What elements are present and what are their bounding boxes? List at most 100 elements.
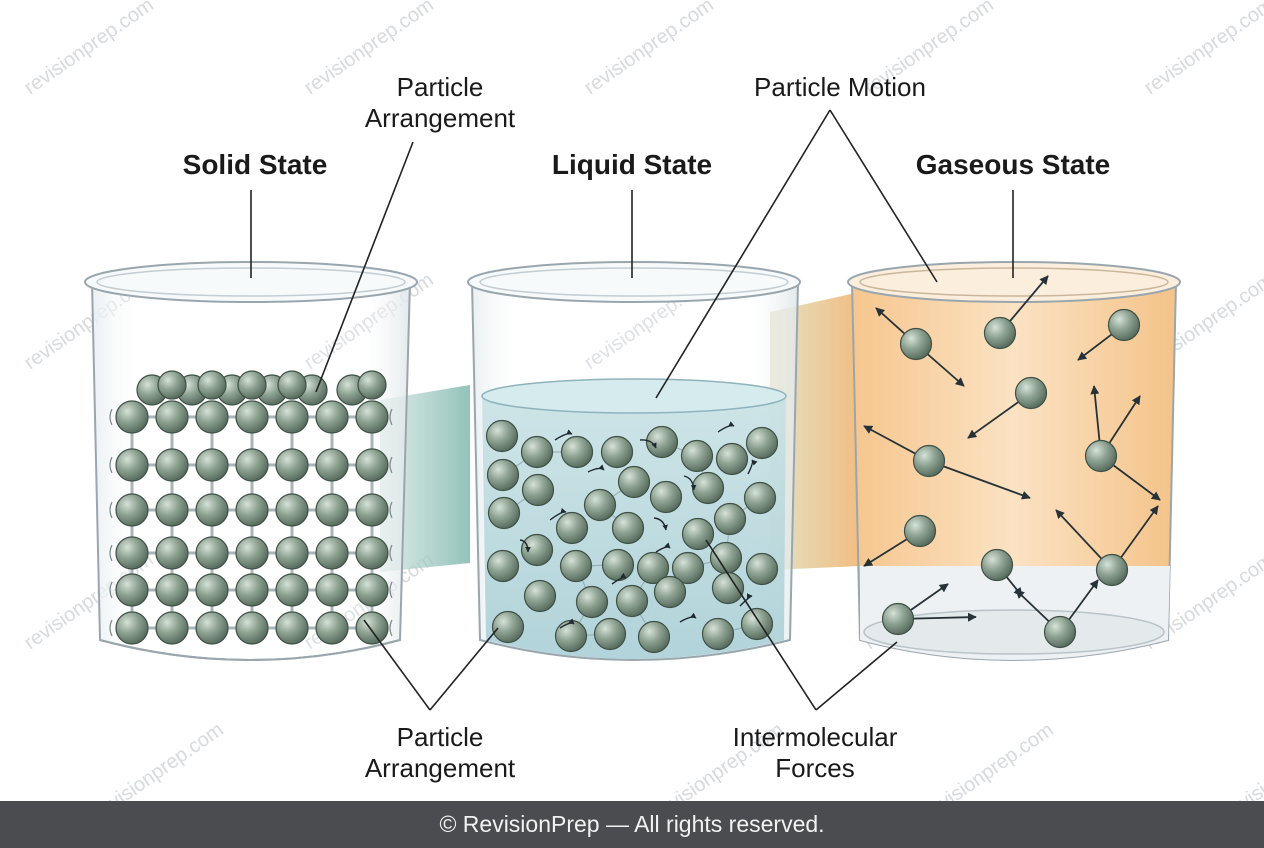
liquid-particle [637, 620, 671, 654]
liquid-surface [481, 378, 787, 414]
gas-particle [903, 514, 937, 548]
solid-particle [275, 573, 309, 607]
vibration-mark [109, 544, 113, 562]
solid-particle [195, 611, 229, 645]
liquid-particle [554, 619, 588, 653]
liquid-beaker [467, 261, 801, 661]
solid-particle [155, 573, 189, 607]
motion-arrow [739, 593, 753, 607]
motion-arrow [559, 618, 575, 629]
solid-particle [235, 400, 269, 434]
liquid-particle [649, 480, 683, 514]
liquid-particle [521, 473, 555, 507]
solid-particle [195, 573, 229, 607]
vibration-mark [389, 581, 393, 599]
solid-particle [195, 448, 229, 482]
solid-particle [315, 611, 349, 645]
gas-particle [983, 316, 1017, 350]
vibration-mark [109, 408, 113, 426]
gas-particle [1014, 376, 1048, 410]
solid-particle [115, 573, 149, 607]
forces-leader-gas [815, 641, 898, 711]
liquid-particle [711, 571, 745, 605]
solid-particle [155, 493, 189, 527]
motion-leader-liquid [655, 109, 831, 399]
motion-arrow [683, 475, 697, 491]
solid-beaker [84, 261, 418, 661]
motion-arrow [587, 464, 605, 473]
watermark-text: revisionprep.com [1140, 0, 1264, 99]
liquid-particle [487, 496, 521, 530]
intermolecular-forces-label: Intermolecular Forces [700, 722, 930, 783]
solid-particle [115, 493, 149, 527]
liquid-particles [485, 419, 779, 654]
vibration-mark [109, 456, 113, 474]
solid-particle [195, 400, 229, 434]
liquid-particle [713, 502, 747, 536]
liquid-particle [601, 548, 635, 582]
gas-particle [1107, 308, 1141, 342]
gas-particle [1043, 615, 1077, 649]
bottom-arrangement-leader-liquid [429, 627, 499, 711]
liquid-particle [555, 511, 589, 545]
vibration-mark [389, 408, 393, 426]
liquid-particle [681, 517, 715, 551]
bottom-arrangement-line2: Arrangement [364, 752, 516, 783]
liquid-particle [575, 585, 609, 619]
solid-particle [355, 493, 389, 527]
solid-particle [277, 370, 307, 400]
solid-particle [195, 536, 229, 570]
forces-line1: Intermolecular [732, 722, 898, 752]
liquid-particle [600, 435, 634, 469]
solid-particle [355, 400, 389, 434]
liquid-particle [559, 549, 593, 583]
liquid-particle [486, 549, 520, 583]
liquid-particle [611, 511, 645, 545]
motion-arrow [554, 429, 573, 441]
top-arrangement-line2: Arrangement [364, 102, 516, 133]
solid-particle [197, 370, 227, 400]
motion-arrow [549, 508, 567, 521]
gas-particle [881, 602, 915, 636]
liquid-motion-arrows [519, 421, 758, 629]
leader-lines [250, 109, 1014, 711]
liquid-particle [671, 551, 705, 585]
liquid-particle [617, 465, 651, 499]
gas-particles [863, 275, 1161, 649]
solid-particle [355, 448, 389, 482]
solid-particle [157, 370, 187, 400]
liquid-particle [520, 435, 554, 469]
liquid-particle [715, 442, 749, 476]
liquid-particle [691, 471, 725, 505]
motion-arrow [747, 459, 758, 475]
liquid-particle [701, 617, 735, 651]
solid-particle [115, 536, 149, 570]
motion-arrow [717, 421, 735, 433]
solid-particle [275, 448, 309, 482]
solid-particle [155, 611, 189, 645]
gas-particle [1084, 439, 1118, 473]
liquid-particle [745, 552, 779, 586]
bottom-particle-arrangement-label: Particle Arrangement [330, 722, 550, 783]
solid-particle [355, 573, 389, 607]
motion-arrow [655, 542, 671, 553]
vibration-mark [389, 501, 393, 519]
solid-particle [235, 536, 269, 570]
liquid-particle [745, 426, 779, 460]
solid-particle [235, 573, 269, 607]
liquid-particle [523, 579, 557, 613]
solid-particle [155, 536, 189, 570]
forces-leader-liquid [705, 539, 817, 711]
solid-particle [115, 448, 149, 482]
liquid-particle [485, 419, 519, 453]
top-particle-arrangement-label: Particle Arrangement [330, 72, 550, 133]
gaseous-state-title: Gaseous State [915, 149, 1111, 180]
solid-particle [315, 493, 349, 527]
vibration-mark [389, 619, 393, 637]
vibration-mark [109, 581, 113, 599]
solid-particle [235, 493, 269, 527]
solid-particle [115, 611, 149, 645]
solid-particle [315, 536, 349, 570]
liquid-particle [520, 533, 554, 567]
